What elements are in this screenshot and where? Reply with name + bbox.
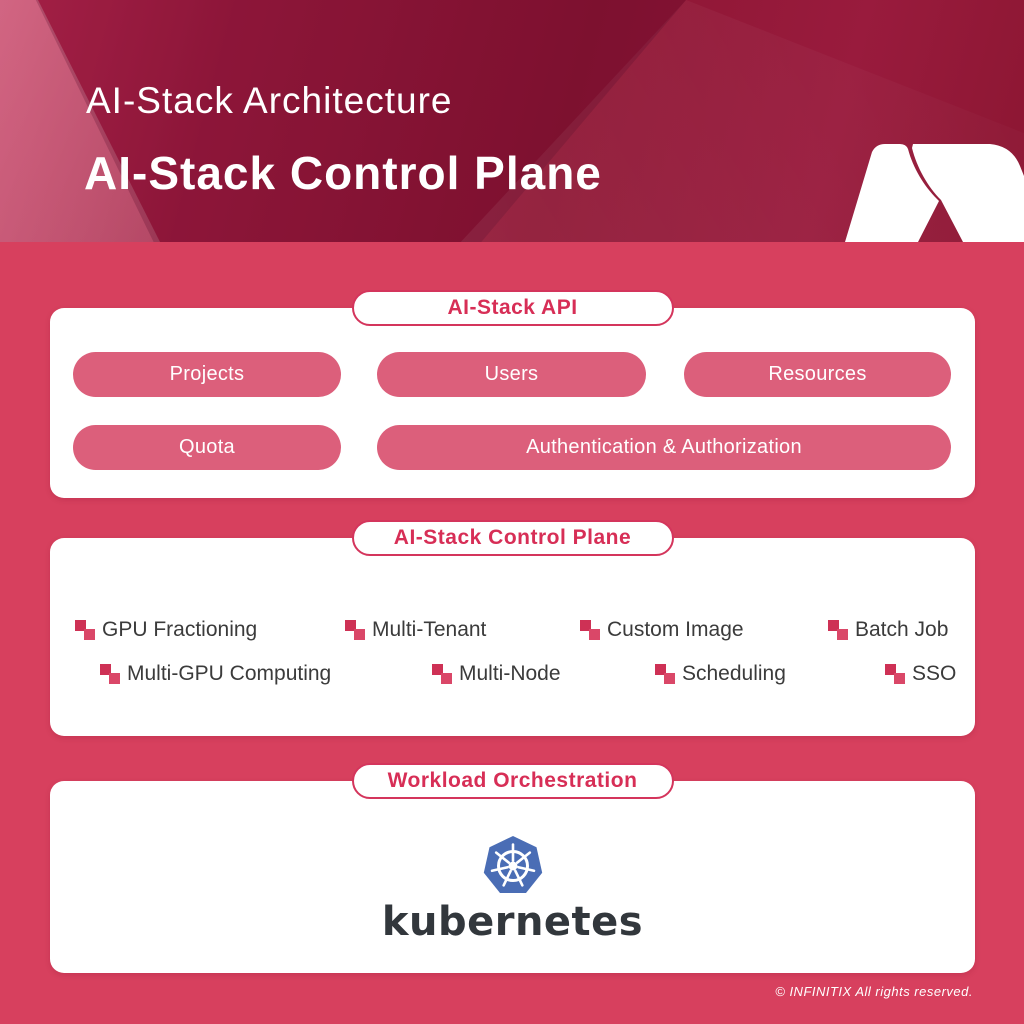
dual-squares-icon xyxy=(655,664,675,684)
kubernetes-block: kubernetes xyxy=(50,781,975,973)
feature-batch-job: Batch Job xyxy=(828,618,948,642)
feature-multi-node: Multi-Node xyxy=(432,662,561,686)
feature-multi-gpu-computing: Multi-GPU Computing xyxy=(100,662,331,686)
feature-scheduling: Scheduling xyxy=(655,662,786,686)
kubernetes-helm-logo-icon xyxy=(483,836,542,893)
feature-label: Multi-Tenant xyxy=(372,618,487,641)
feature-label: Batch Job xyxy=(855,618,949,641)
panel-tab-workload-orchestration: Workload Orchestration xyxy=(351,763,674,799)
feature-label: Scheduling xyxy=(682,662,786,685)
pill-quota: Quota xyxy=(73,425,341,470)
page-title: AI-Stack Control Plane xyxy=(84,147,602,199)
pill-users: Users xyxy=(377,352,646,397)
feature-label: Custom Image xyxy=(607,618,744,641)
panel-tab-control-plane: AI-Stack Control Plane xyxy=(351,520,674,556)
panel-tab-ai-stack-api: AI-Stack API xyxy=(351,290,674,326)
infinitix-ribbon-logo-icon xyxy=(845,144,1024,242)
feature-multi-tenant: Multi-Tenant xyxy=(345,618,486,642)
header-banner: AI-Stack Architecture AI-Stack Control P… xyxy=(0,0,1024,242)
pill-resources: Resources xyxy=(684,352,951,397)
dual-squares-icon xyxy=(75,620,95,640)
feature-sso: SSO xyxy=(885,662,956,686)
feature-label: Multi-Node xyxy=(459,662,561,685)
pill-projects: Projects xyxy=(73,352,341,397)
header-subtitle: AI-Stack Architecture xyxy=(86,80,453,121)
kubernetes-wordmark: kubernetes xyxy=(381,899,644,945)
pill-authentication-authorization: Authentication & Authorization xyxy=(377,425,951,470)
feature-label: GPU Fractioning xyxy=(102,618,258,641)
feature-gpu-fractioning: GPU Fractioning xyxy=(75,618,257,642)
dual-squares-icon xyxy=(100,664,120,684)
feature-label: SSO xyxy=(912,662,957,685)
feature-custom-image: Custom Image xyxy=(580,618,744,642)
dual-squares-icon xyxy=(580,620,600,640)
dual-squares-icon xyxy=(885,664,905,684)
panel-ai-stack-control-plane: AI-Stack Control Plane GPU Fractioning M… xyxy=(50,520,975,736)
feature-label: Multi-GPU Computing xyxy=(127,662,332,685)
panel-workload-orchestration: Workload Orchestration kubernetes xyxy=(50,763,975,973)
panel-ai-stack-api: AI-Stack API Projects Users Resources Qu… xyxy=(50,290,975,498)
dual-squares-icon xyxy=(345,620,365,640)
dual-squares-icon xyxy=(432,664,452,684)
copyright-notice: © INFINITIX All rights reserved. xyxy=(775,984,973,999)
dual-squares-icon xyxy=(828,620,848,640)
